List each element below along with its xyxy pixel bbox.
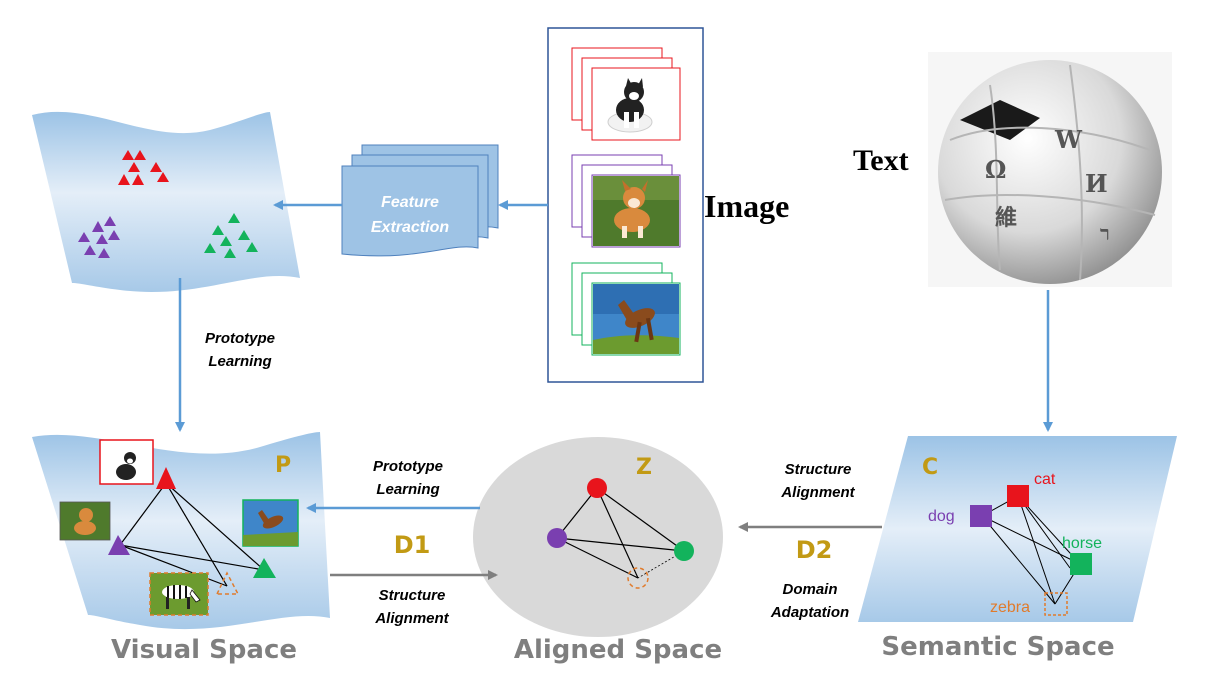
zebra-aligned-marker — [627, 567, 649, 589]
prototype-learning-mid-label-1: Prototype — [373, 458, 443, 475]
dog-semantic-marker — [970, 505, 992, 527]
svg-text:Ω: Ω — [985, 155, 1006, 184]
domain-adaptation-label-2: Adaptation — [770, 604, 849, 621]
svg-text:ר: ר — [1100, 221, 1110, 245]
cat-thumbnail — [99, 439, 154, 485]
zebra-prototype-marker — [215, 571, 240, 595]
horse-semantic-marker — [1070, 553, 1092, 575]
feature-extraction-label-2: Extraction — [371, 219, 449, 236]
horse-cluster — [204, 213, 258, 258]
feature-extraction-label-1: Feature — [381, 194, 439, 211]
cat-semantic-marker — [1007, 485, 1029, 507]
prototype-learning-left-label-1: Prototype — [205, 330, 275, 347]
cat-image-stack — [571, 47, 681, 141]
cat-cluster — [118, 150, 169, 185]
horse-photo — [593, 284, 679, 354]
domain-adaptation-label-1: Domain — [782, 581, 837, 598]
aligned-space-title: Aligned Space — [514, 635, 722, 665]
arrows-bottom — [306, 503, 882, 580]
text-label: Text — [853, 144, 909, 177]
zebra-label: zebra — [990, 599, 1030, 616]
aligned-space: Z — [473, 437, 723, 637]
dog-aligned-marker — [547, 528, 567, 548]
svg-text:И: И — [1085, 169, 1108, 198]
prototype-learning-left-label-2: Learning — [208, 353, 271, 370]
semantic-space-c-label: C — [922, 455, 938, 480]
aligned-space-z-label: Z — [636, 455, 652, 480]
visual-space: P — [32, 432, 330, 630]
dog-label: dog — [928, 508, 955, 525]
aligned-space-edges — [556, 487, 685, 579]
feature-extraction-stack: Feature Extraction — [341, 144, 499, 257]
horse-image-stack — [571, 262, 681, 356]
structure-alignment-top-label-2: Alignment — [780, 484, 855, 501]
prototype-learning-mid-label-2: Learning — [376, 481, 439, 498]
image-box — [547, 27, 704, 383]
image-label: Image — [704, 188, 789, 224]
zebra-thumbnail — [149, 572, 209, 616]
cat-prototype-marker — [156, 467, 176, 489]
wikipedia-globe-icon: Ω W И 維 ר — [928, 52, 1172, 287]
cat-photo — [607, 78, 653, 133]
semantic-space-title: Semantic Space — [881, 632, 1114, 662]
structure-alignment-bottom-label-2: Alignment — [374, 610, 449, 627]
visual-space-title: Visual Space — [111, 635, 297, 665]
feature-map-top — [32, 111, 300, 292]
horse-label: horse — [1062, 535, 1102, 552]
horse-aligned-marker — [674, 541, 694, 561]
dog-cluster — [78, 216, 120, 258]
dog-photo — [593, 176, 679, 246]
cat-aligned-marker — [587, 478, 607, 498]
dog-thumbnail — [59, 501, 111, 541]
horse-prototype-marker — [253, 558, 276, 578]
d1-label: D1 — [394, 531, 431, 559]
svg-text:W: W — [1054, 125, 1083, 154]
zebra-semantic-marker — [1044, 592, 1068, 616]
dog-image-stack — [571, 154, 681, 248]
dog-prototype-marker — [108, 535, 130, 555]
semantic-space-edges — [981, 495, 1081, 605]
d2-label: D2 — [796, 536, 833, 564]
structure-alignment-bottom-label-1: Structure — [379, 587, 446, 604]
cat-label: cat — [1034, 471, 1056, 488]
arrows-top — [175, 200, 1053, 432]
structure-alignment-top-label-1: Structure — [785, 461, 852, 478]
horse-thumbnail — [242, 499, 299, 547]
semantic-space: cat dog horse zebra C — [858, 436, 1177, 622]
visual-space-p-label: P — [275, 453, 291, 478]
svg-text:維: 維 — [995, 205, 1017, 231]
visual-space-edges — [119, 482, 265, 587]
